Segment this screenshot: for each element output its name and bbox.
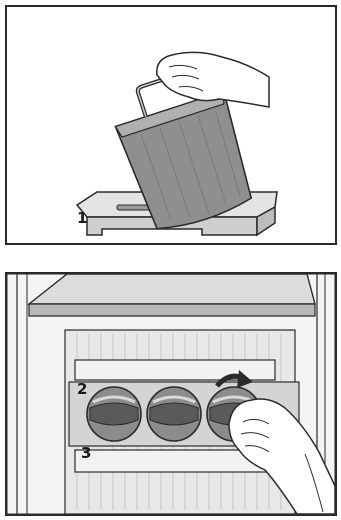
step-number-1: 1 <box>77 211 87 226</box>
pitcher-pouring-water-into-ice-tray-icon <box>7 7 335 243</box>
step-number-2: 2 <box>77 382 87 397</box>
illustration-panel-turn-knobs: 2 3 <box>5 272 337 516</box>
hand-turning-ice-maker-knobs-icon <box>7 274 335 514</box>
step-number-3: 3 <box>81 446 91 461</box>
illustration-panel-fill-tray: 1 <box>5 5 337 245</box>
